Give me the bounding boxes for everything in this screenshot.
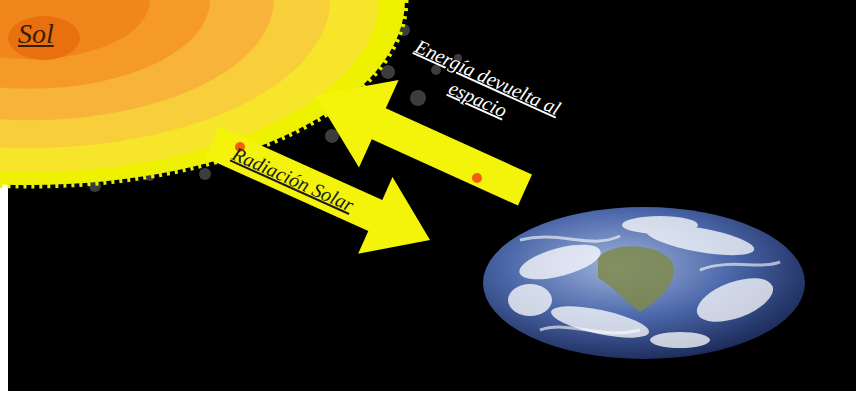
sun-ring [0,0,330,148]
sun-ring [0,0,379,172]
arrow-label: Radiación Solar [229,141,358,216]
arrow-dot [472,173,482,183]
sun-core [8,16,80,60]
sun-ring [0,0,150,59]
earth-globe [483,207,805,359]
sun-ring [0,0,274,120]
sun-ring [0,0,210,89]
arrow-label: Energía devuelta al espacio [382,25,584,151]
sun-name: Sol [18,18,54,50]
